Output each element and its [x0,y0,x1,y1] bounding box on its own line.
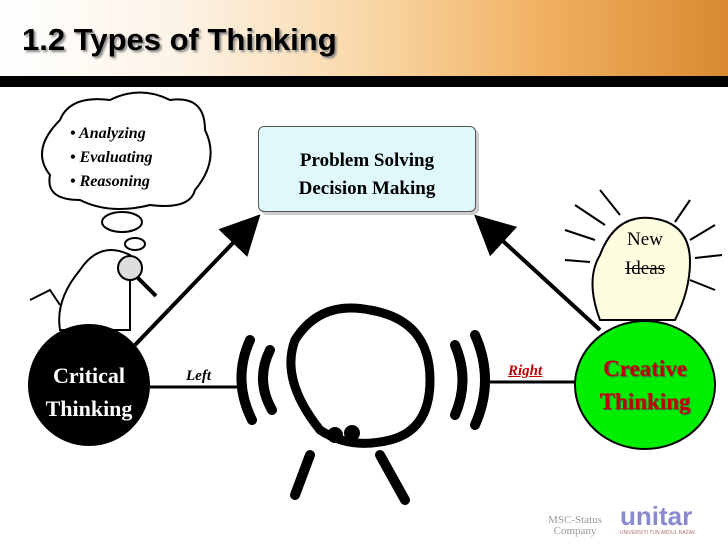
thought-item-analyzing: • Analyzing [70,125,146,142]
arrow-critical-to-box [133,214,261,347]
lightbulb-icon [564,189,723,321]
critical-label-2: Thinking [45,396,133,421]
header-banner [0,0,728,76]
slide-title: 1.2 Types of Thinking [22,22,337,57]
thought-item-text: Analyzing [79,125,146,142]
thought-item-text: Evaluating [79,149,153,166]
thought-bubble-tiny [124,237,146,251]
head-figure-icon [236,303,490,505]
unitar-logo-text: unitar [620,501,693,531]
thought-item-text: Reasoning [79,173,150,190]
thought-item-evaluating: • Evaluating [70,149,153,166]
right-label: Right [508,363,543,379]
outcome-problem-solving: Problem Solving [299,150,435,171]
thought-list: • Analyzing • Evaluating • Reasoning [70,122,153,194]
critical-label-1: Critical [52,363,126,388]
unitar-logo: unitar UNIVERSITI TUN ABDUL RAZAK [620,502,720,536]
thought-item-reasoning: • Reasoning [70,173,150,190]
thought-cloud [41,91,212,210]
creative-label-1: Creative [603,356,687,381]
left-label: Left [186,368,211,384]
header-divider [0,76,728,87]
critical-thinking-node: Critical Thinking [28,324,150,446]
unitar-logo-subtext: UNIVERSITI TUN ABDUL RAZAK [620,530,696,536]
creative-thinking-node: Creative Thinking [574,320,716,450]
thought-bubble-small [101,211,143,233]
outcome-decision-making: Decision Making [298,178,436,199]
outcome-box: Problem Solving Decision Making [258,126,476,212]
creative-label-2: Thinking [599,389,691,414]
bulb-new: New [627,229,663,250]
bulb-ideas: Ideas [624,258,666,279]
detective-icon [29,249,158,331]
msc-status-logo: MSC-Status Company [548,514,602,537]
arrow-creative-to-box [474,214,602,332]
bulb-text: New Ideas [617,225,673,283]
